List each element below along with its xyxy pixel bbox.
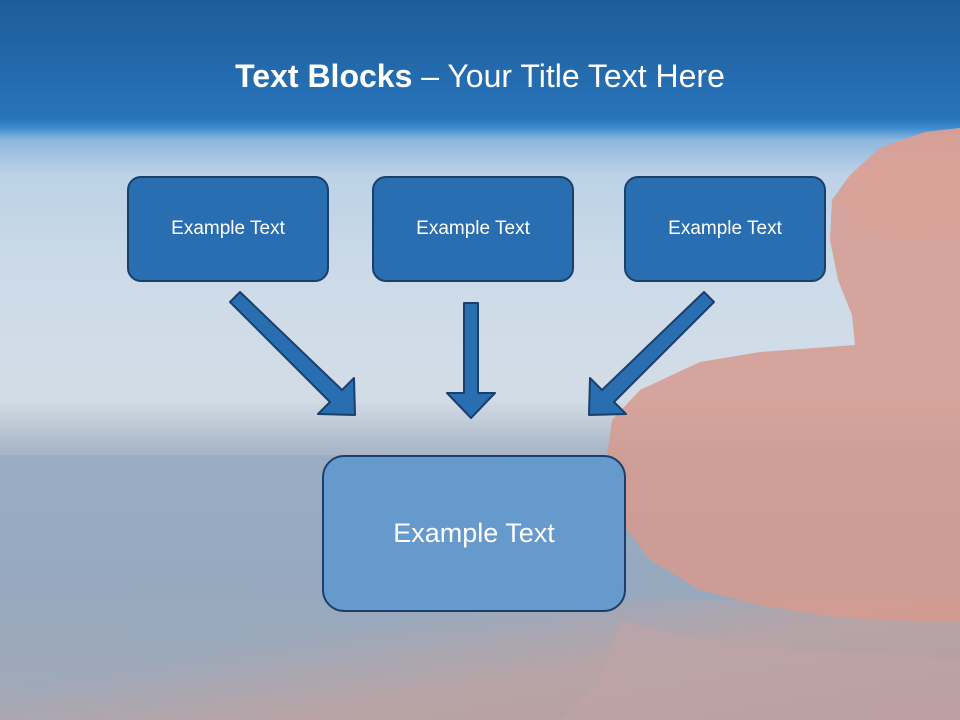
arrow-down-right (229, 291, 356, 416)
target-text-block[interactable]: Example Text (322, 455, 626, 612)
title-rest-text: Your Title Text Here (447, 58, 725, 94)
text-block-3-label: Example Text (668, 218, 782, 239)
arrow-down (446, 302, 496, 419)
title-separator: – (412, 58, 448, 94)
text-block-3[interactable]: Example Text (624, 176, 826, 282)
text-block-1-label: Example Text (171, 218, 285, 239)
text-block-2[interactable]: Example Text (372, 176, 574, 282)
slide-title: Text Blocks – Your Title Text Here (0, 56, 960, 96)
arrow-down-left (588, 291, 715, 416)
text-block-2-label: Example Text (416, 218, 530, 239)
text-block-1[interactable]: Example Text (127, 176, 329, 282)
target-text-block-label: Example Text (393, 518, 555, 548)
title-bold-text: Text Blocks (235, 58, 413, 94)
